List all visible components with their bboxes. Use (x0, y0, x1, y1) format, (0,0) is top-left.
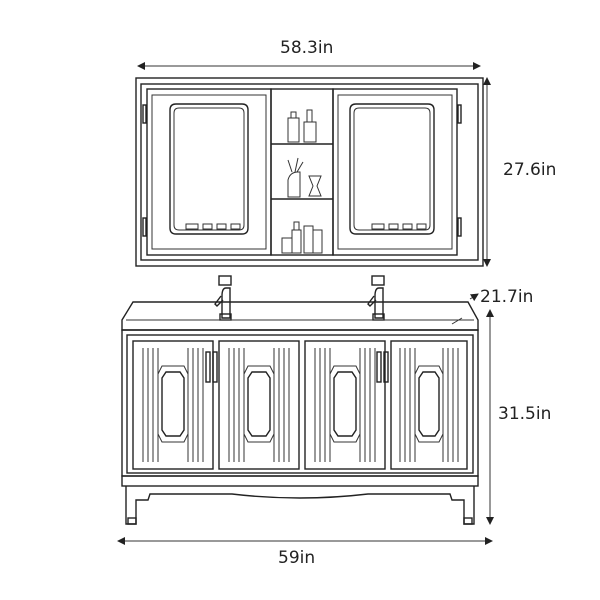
right-faucet (367, 275, 385, 321)
mirror-height-label: 27.6in (503, 160, 557, 180)
vanity-door-2 (218, 340, 300, 470)
depth-label: 21.7in (480, 287, 534, 307)
bottom-width-label: 59in (278, 548, 316, 568)
vanity-base (121, 475, 479, 525)
vanity-cabinet (121, 329, 479, 477)
door-handles (205, 351, 389, 383)
mirror-cabinet (135, 77, 484, 267)
countertop (121, 301, 479, 331)
vanity-door-1 (132, 340, 214, 470)
vanity-height-label: 31.5in (498, 404, 552, 424)
vanity-door-4 (390, 340, 468, 470)
depth-dimension-line (469, 293, 479, 302)
vanity-door-3 (304, 340, 386, 470)
top-width-label: 58.3in (280, 38, 334, 58)
depth-dimension-line-2 (451, 317, 463, 325)
left-faucet (214, 275, 232, 321)
